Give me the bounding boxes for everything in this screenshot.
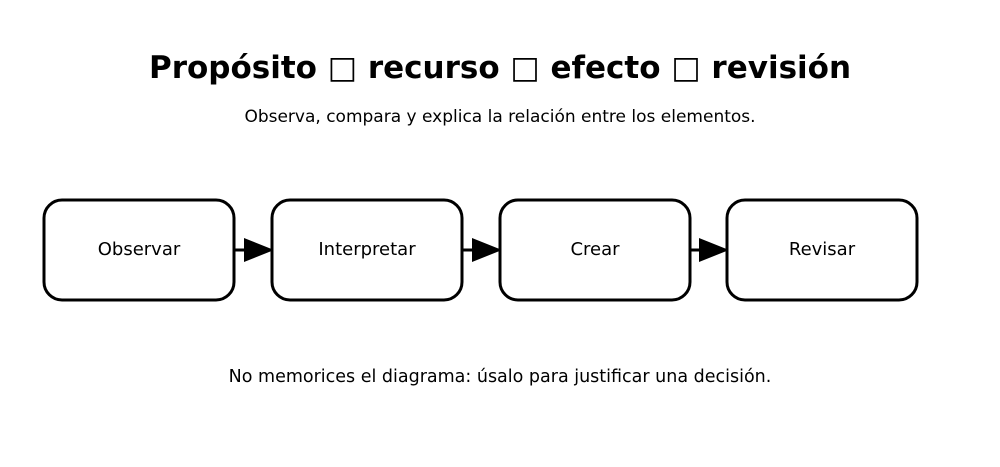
step-label: Revisar bbox=[789, 239, 856, 260]
step-label: Interpretar bbox=[318, 239, 416, 260]
step-label: Crear bbox=[570, 239, 620, 260]
step-crear: Crear bbox=[498, 198, 692, 302]
diagram-title: Propósito □ recurso □ efecto □ revisión bbox=[148, 50, 852, 86]
diagram-subtitle: Observa, compara y explica la relación e… bbox=[244, 107, 756, 127]
step-box bbox=[725, 198, 919, 302]
step-observar: Observar bbox=[42, 198, 236, 302]
step-interpretar: Interpretar bbox=[270, 198, 464, 302]
arrow-2-head bbox=[472, 238, 502, 262]
arrow-3-head bbox=[699, 238, 729, 262]
step-label: Observar bbox=[98, 239, 181, 260]
arrow-1-head bbox=[244, 238, 274, 262]
diagram-footer-note: No memorices el diagrama: úsalo para jus… bbox=[228, 367, 772, 387]
step-revisar: Revisar bbox=[725, 198, 919, 302]
